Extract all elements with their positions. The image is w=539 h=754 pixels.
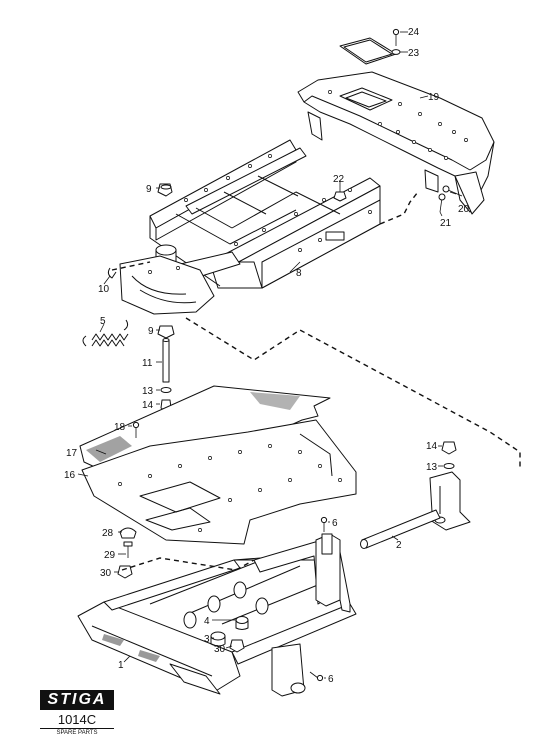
label-18: 18 [114,422,126,433]
label-1: 1 [118,660,124,671]
screw-21 [438,193,446,213]
nut-9-lower [157,325,175,339]
label-13-right: 13 [426,462,438,473]
screw-6-upper [320,516,328,532]
spring-5 [82,319,129,347]
leader-lines [77,31,457,679]
label-13-left: 13 [142,386,154,397]
label-28: 28 [102,528,114,539]
stiga-logo: STIGA 1014C SPARE PARTS [40,690,114,742]
bolt-29 [123,541,133,558]
label-17: 17 [66,448,78,459]
washer-23 [391,49,401,55]
logo-code: 1014C [57,712,97,727]
bushing-3 [210,631,226,647]
screw-18 [132,421,140,438]
lower-frame-1 [77,533,357,697]
cap-28 [119,527,137,539]
shaft-2 [360,509,441,549]
screw-24 [392,28,400,46]
label-6-upper: 6 [332,518,338,529]
label-9-upper: 9 [146,184,152,195]
hook-10 [107,267,117,279]
logo-caption: SPARE PARTS [40,728,114,736]
sector-plate [119,255,215,315]
pin-11 [162,338,170,383]
cover-plate-23 [339,37,397,65]
assembly-lines [111,191,521,571]
label-22: 22 [333,174,345,185]
washer-13-right [443,463,455,469]
rear-cover-19 [297,71,495,215]
label-11: 11 [142,358,153,369]
label-2: 2 [396,540,402,551]
washer-13-left [160,387,172,393]
label-8: 8 [296,268,302,279]
label-19: 19 [428,92,440,103]
upper-frame-8 [149,139,381,289]
nut-30-left [117,565,133,579]
label-16: 16 [64,470,76,481]
label-24: 24 [408,27,420,38]
nut-9-upper [157,183,173,197]
label-29: 29 [104,550,116,561]
label-6-lower: 6 [328,674,334,685]
label-30-lower: 30 [214,644,226,655]
label-21: 21 [440,218,452,229]
label-10: 10 [98,284,110,295]
label-4: 4 [204,616,210,627]
screw-20 [442,185,463,197]
label-3: 3 [204,634,210,645]
label-23: 23 [408,48,420,59]
part-labels: 24 23 19 22 9 20 21 8 10 5 9 11 13 14 18… [64,27,470,685]
label-20: 20 [458,204,470,215]
label-14-left: 14 [142,400,154,411]
label-30-left: 30 [100,568,112,579]
nut-22 [333,184,347,202]
bolt-14-right [441,441,457,455]
logo-brand: STIGA [40,690,114,710]
floor-plate-16 [81,419,357,545]
label-14-right: 14 [426,441,438,452]
bracket-right [429,471,471,531]
label-5: 5 [100,316,106,327]
bushing-4 [235,616,249,630]
label-9-lower: 9 [148,326,154,337]
screw-6-lower [309,671,324,682]
